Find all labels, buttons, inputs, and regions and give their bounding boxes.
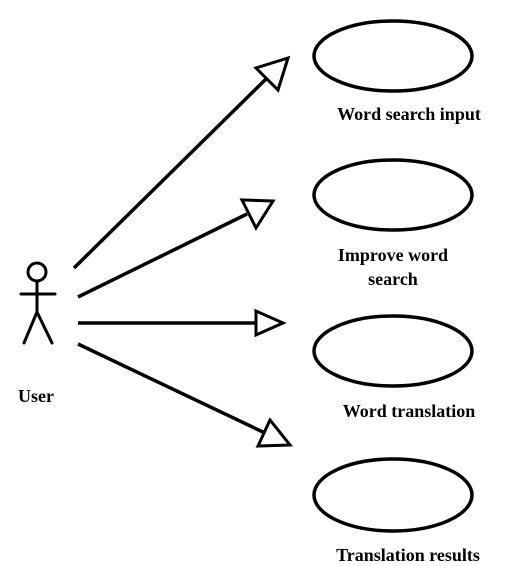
association-arrow-1: [72, 55, 291, 270]
use-case-label-2-line-2: search: [368, 269, 418, 289]
actor-figure: [19, 261, 57, 345]
use-case-label-1-line-1: Word search input: [337, 104, 481, 124]
actor-label: User: [8, 384, 64, 408]
use-case-label-2-line-1: Improve word: [337, 245, 449, 265]
use-case-ellipse-4: [312, 457, 474, 533]
actor-name: User: [18, 386, 54, 406]
actor-head: [26, 261, 48, 283]
use-case-ellipse-2: [312, 158, 474, 232]
actor-left-leg: [22, 310, 39, 345]
use-case-label-4: Translation results: [301, 543, 515, 566]
use-case-ellipse-3: [312, 314, 474, 388]
use-case-label-1: Word search input: [303, 102, 515, 126]
association-arrow-3: [78, 308, 287, 338]
use-case-ellipse-1: [312, 19, 474, 93]
actor-right-leg: [35, 310, 54, 345]
use-case-label-2: Improve word search: [303, 243, 483, 291]
use-case-label-3: Word translation: [303, 399, 515, 423]
use-case-label-3-line-1: Word translation: [342, 401, 476, 421]
association-arrow-4: [77, 342, 294, 448]
use-case-label-4-line-1: Translation results: [336, 545, 480, 565]
association-arrow-2: [77, 198, 276, 299]
